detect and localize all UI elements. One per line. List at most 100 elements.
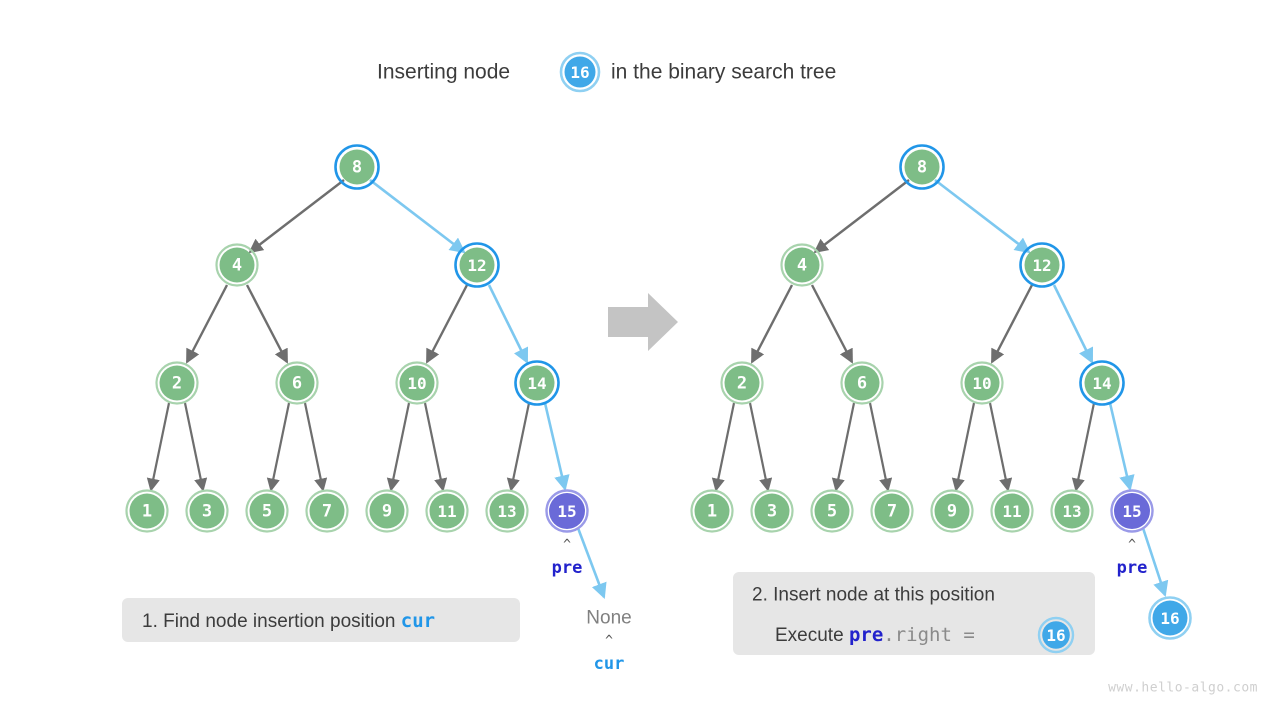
- r-edge-4-2: [750, 284, 794, 364]
- r-edge-14-15: [1108, 402, 1135, 492]
- left-none-marker: None ^ cur: [586, 608, 631, 675]
- right-caption-line1: 2. Insert node at this position: [752, 585, 995, 606]
- title-after-text: in the binary search tree: [611, 61, 836, 84]
- tree-node-13[interactable]: 13: [1050, 489, 1094, 533]
- tree-node-4[interactable]: 4: [215, 243, 259, 287]
- node-ring: [1050, 489, 1094, 533]
- tree-node-4[interactable]: 4: [780, 243, 824, 287]
- tree-node-11[interactable]: 11: [990, 489, 1034, 533]
- left-caption-accent: cur: [401, 610, 435, 632]
- node-value: 13: [1062, 502, 1081, 521]
- node-value: 9: [947, 502, 957, 522]
- tree-node-3[interactable]: 3: [750, 489, 794, 533]
- tree-node-9[interactable]: 9: [365, 489, 409, 533]
- tree-node-1[interactable]: 1: [690, 489, 734, 533]
- title-before-text: Inserting node: [377, 61, 510, 84]
- r-pre-caret-icon: ^: [1128, 538, 1136, 553]
- cur-pointer-label: cur: [594, 654, 625, 674]
- node-ring: [899, 144, 945, 190]
- tree-node-8[interactable]: 8: [334, 144, 380, 190]
- node-ring: [930, 489, 974, 533]
- tree-node-7[interactable]: 7: [870, 489, 914, 533]
- tree-node-5[interactable]: 5: [810, 489, 854, 533]
- r-edge-15-16: [1141, 527, 1169, 597]
- node-ring: [185, 489, 229, 533]
- tree-node-6[interactable]: 6: [275, 361, 319, 405]
- node-ring: [990, 489, 1034, 533]
- node-circle: [1024, 247, 1060, 283]
- left-caption-box: 1. Find node insertion position cur: [122, 598, 520, 642]
- diagram-title: Inserting node 16 in the binary search t…: [377, 51, 836, 93]
- node-ring: [545, 489, 589, 533]
- tree-node-10[interactable]: 10: [960, 361, 1004, 405]
- node-ring: [690, 489, 734, 533]
- edge-12-10: [425, 284, 469, 364]
- tree-node-7[interactable]: 7: [305, 489, 349, 533]
- none-label: None: [586, 608, 631, 629]
- node-circle: [1152, 600, 1188, 636]
- node-ring: [454, 242, 500, 288]
- right-caption-line2: Execute pre.right =: [775, 624, 975, 646]
- edge-14-15: [543, 402, 570, 492]
- node-value: 12: [467, 256, 486, 275]
- node-ring: [395, 361, 439, 405]
- node-circle: [1114, 493, 1150, 529]
- tree-node-1[interactable]: 1: [125, 489, 169, 533]
- node-ring: [1079, 360, 1125, 406]
- node-circle: [219, 247, 255, 283]
- node-circle: [994, 493, 1030, 529]
- cur-caret-icon: ^: [605, 634, 613, 649]
- tree-node-3[interactable]: 3: [185, 489, 229, 533]
- tree-node-14[interactable]: 14: [514, 360, 560, 406]
- tree-node-14[interactable]: 14: [1079, 360, 1125, 406]
- node-ring: [305, 489, 349, 533]
- tree-node-16[interactable]: 16: [1148, 596, 1192, 640]
- tree-node-5[interactable]: 5: [245, 489, 289, 533]
- edge-2-1: [146, 402, 171, 492]
- tree-node-8[interactable]: 8: [899, 144, 945, 190]
- tree-node-2[interactable]: 2: [720, 361, 764, 405]
- node-value: 8: [352, 158, 362, 178]
- tree-node-6[interactable]: 6: [840, 361, 884, 405]
- tree-node-15[interactable]: 15: [1110, 489, 1154, 533]
- tree-node-13[interactable]: 13: [485, 489, 529, 533]
- node-value: 7: [887, 502, 897, 522]
- edge-2-3: [183, 402, 208, 492]
- node-ring: [514, 360, 560, 406]
- tree-node-11[interactable]: 11: [425, 489, 469, 533]
- edge-4-2: [185, 284, 229, 364]
- node-ring: [425, 489, 469, 533]
- left-pointer-pre: ^ pre: [552, 538, 583, 579]
- node-value: 16: [1160, 609, 1179, 628]
- node-circle: [519, 365, 555, 401]
- r-edge-12-14: [1052, 284, 1094, 364]
- node-circle: [489, 493, 525, 529]
- r-edge-10-11: [988, 402, 1013, 492]
- node-circle: [814, 493, 850, 529]
- title-badge-fill: [564, 56, 596, 88]
- node-ring: [245, 489, 289, 533]
- node-ring: [155, 361, 199, 405]
- node-circle: [1084, 365, 1120, 401]
- node-circle: [784, 247, 820, 283]
- tree-node-12[interactable]: 12: [1019, 242, 1065, 288]
- edge-12-14: [487, 284, 529, 364]
- transition-arrow-icon: [608, 293, 678, 351]
- tree-node-9[interactable]: 9: [930, 489, 974, 533]
- tree-node-12[interactable]: 12: [454, 242, 500, 288]
- left-tree-edges: [146, 178, 607, 599]
- tree-node-15[interactable]: 15: [545, 489, 589, 533]
- right-caption-bg: [733, 572, 1095, 655]
- r-edge-2-1: [711, 402, 736, 492]
- edge-4-6: [245, 284, 289, 364]
- node-value: 1: [142, 502, 152, 522]
- node-value: 15: [557, 502, 576, 521]
- tree-node-2[interactable]: 2: [155, 361, 199, 405]
- node-value: 6: [857, 374, 867, 394]
- node-value: 4: [797, 256, 807, 276]
- tree-node-10[interactable]: 10: [395, 361, 439, 405]
- node-value: 11: [437, 502, 456, 521]
- node-ring: [365, 489, 409, 533]
- node-circle: [159, 365, 195, 401]
